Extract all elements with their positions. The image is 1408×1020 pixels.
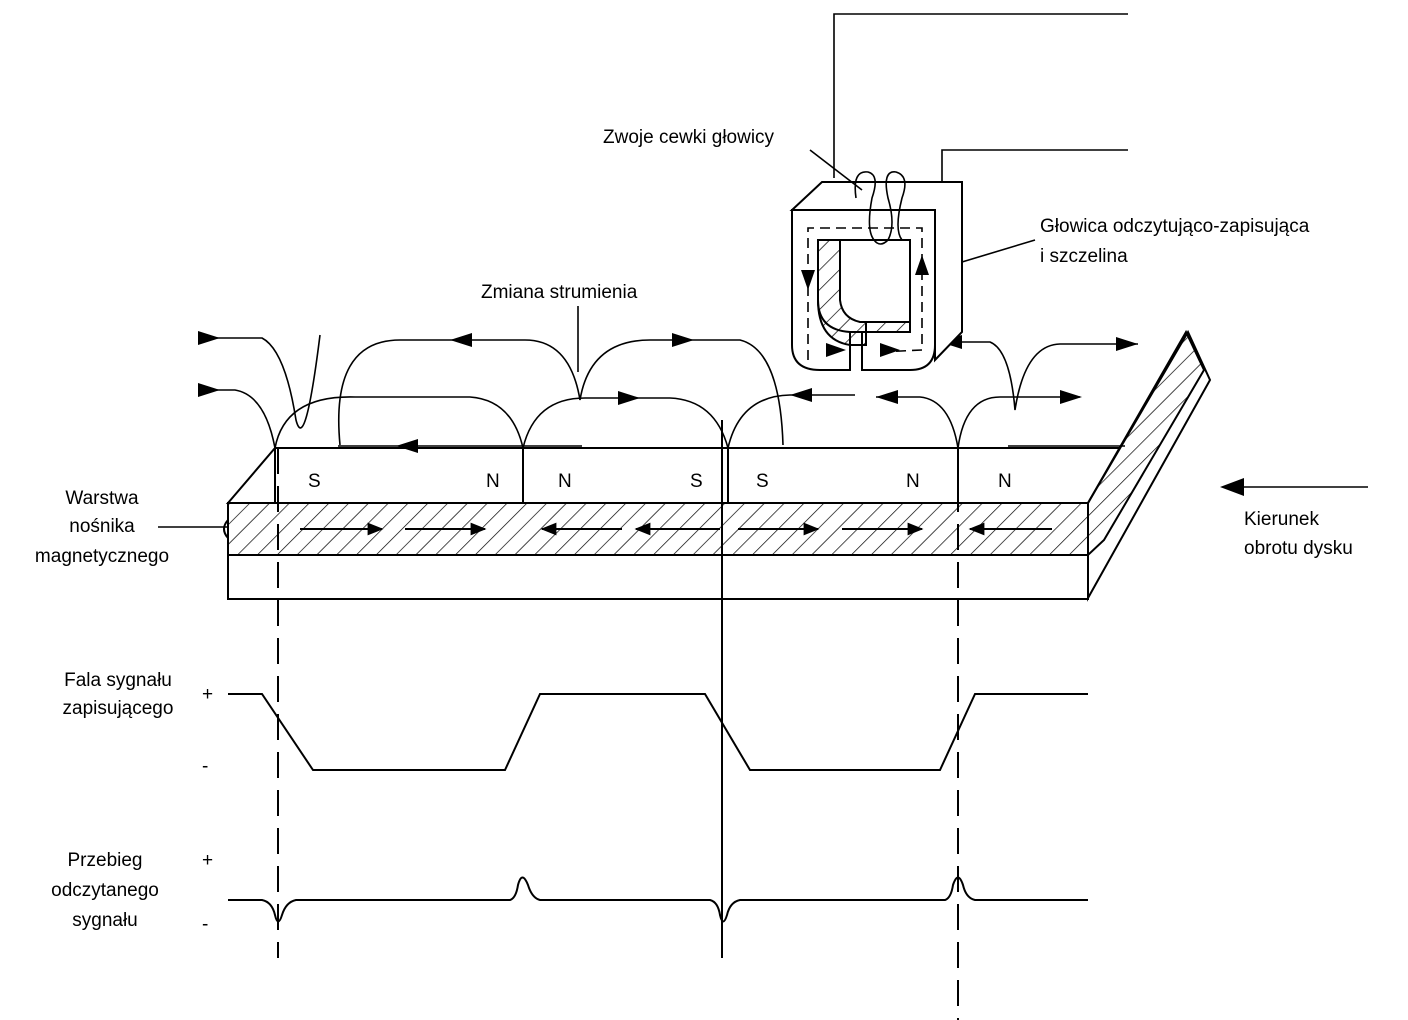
flux-line xyxy=(957,396,1080,449)
head-label-line2: i szczelina xyxy=(1040,246,1128,267)
flux-arrowhead xyxy=(672,333,694,347)
pole-label: N xyxy=(486,471,500,492)
head-label-line1: Głowica odczytująco-zapisująca xyxy=(1040,216,1310,237)
head-flux-arrow-right xyxy=(826,343,846,357)
flux-line xyxy=(522,397,729,449)
read-signal: Przebieg odczytanego sygnału + - xyxy=(51,850,1088,935)
pole-label: N xyxy=(906,471,920,492)
write-label-line2: zapisującego xyxy=(63,698,174,719)
head-core-hatch xyxy=(817,239,911,346)
flux-arrowhead xyxy=(618,391,640,405)
read-label-line1: Przebieg xyxy=(68,850,143,871)
write-label-line1: Fala sygnału xyxy=(64,670,172,691)
head-flux-arrow-up xyxy=(915,255,929,275)
layer-label-line1: Warstwa xyxy=(65,488,139,509)
pole-label: S xyxy=(756,471,769,492)
pole-label: N xyxy=(998,471,1012,492)
pole-label: S xyxy=(308,471,321,492)
flux-arrowhead xyxy=(790,388,812,402)
flux-line xyxy=(200,389,276,449)
flux-arrowhead xyxy=(396,439,418,453)
read-label-line2: odczytanego xyxy=(51,880,159,901)
flux-arrowhead xyxy=(198,383,220,397)
read-minus-sign: - xyxy=(202,914,208,935)
head-pointer xyxy=(961,239,1036,263)
flux-line xyxy=(940,341,1138,411)
alignment-lines xyxy=(277,420,959,1020)
flux-line xyxy=(876,396,959,449)
callouts: Zwoje cewki głowicy Głowica odczytująco-… xyxy=(35,127,1368,567)
flux-arrowhead xyxy=(198,331,220,345)
coil-turns xyxy=(854,171,906,245)
pole-label: N xyxy=(558,471,572,492)
flux-line xyxy=(200,334,321,429)
flux-lines xyxy=(198,331,1138,453)
disk-substrate xyxy=(227,554,1089,600)
write-minus-sign: - xyxy=(202,756,208,777)
read-label-line3: sygnału xyxy=(72,910,138,931)
coil-turns-label: Zwoje cewki głowicy xyxy=(603,127,775,148)
flux-arrowhead xyxy=(450,333,472,347)
flux-line xyxy=(274,396,524,449)
coil-turns-pointer xyxy=(809,149,863,191)
read-waveform xyxy=(228,876,1088,923)
direction-label-line2: obrotu dysku xyxy=(1244,538,1353,559)
layer-label-line2: nośnika xyxy=(69,516,135,537)
direction-label-line1: Kierunek xyxy=(1244,509,1319,530)
disk-side-hatch xyxy=(1087,329,1206,558)
flux-line xyxy=(338,339,784,446)
write-signal: Fala sygnału zapisującego + - xyxy=(63,670,1088,777)
pole-label: S xyxy=(690,471,703,492)
direction-arrowhead xyxy=(1220,478,1244,496)
head-flux-arrow-right xyxy=(880,343,900,357)
write-plus-sign: + xyxy=(202,684,213,705)
flux-arrowhead xyxy=(1060,390,1082,404)
read-write-head xyxy=(789,13,1128,371)
pole-labels: S N N S S N N xyxy=(308,471,1012,492)
flux-line xyxy=(727,394,855,449)
coil-lead-top xyxy=(833,13,1128,178)
write-waveform xyxy=(228,693,1088,771)
head-flux-arrow-down xyxy=(801,270,815,290)
disk-top-surface xyxy=(225,447,1135,504)
disk-platter xyxy=(223,329,1212,602)
read-plus-sign: + xyxy=(202,850,213,871)
layer-label-line3: magnetycznego xyxy=(35,546,169,567)
flux-arrowhead xyxy=(876,390,898,404)
coil-lead-right xyxy=(941,149,1128,182)
flux-arrowhead xyxy=(1116,337,1138,351)
flux-change-label: Zmiana strumienia xyxy=(481,282,638,303)
layer-edge-notch xyxy=(223,519,229,539)
